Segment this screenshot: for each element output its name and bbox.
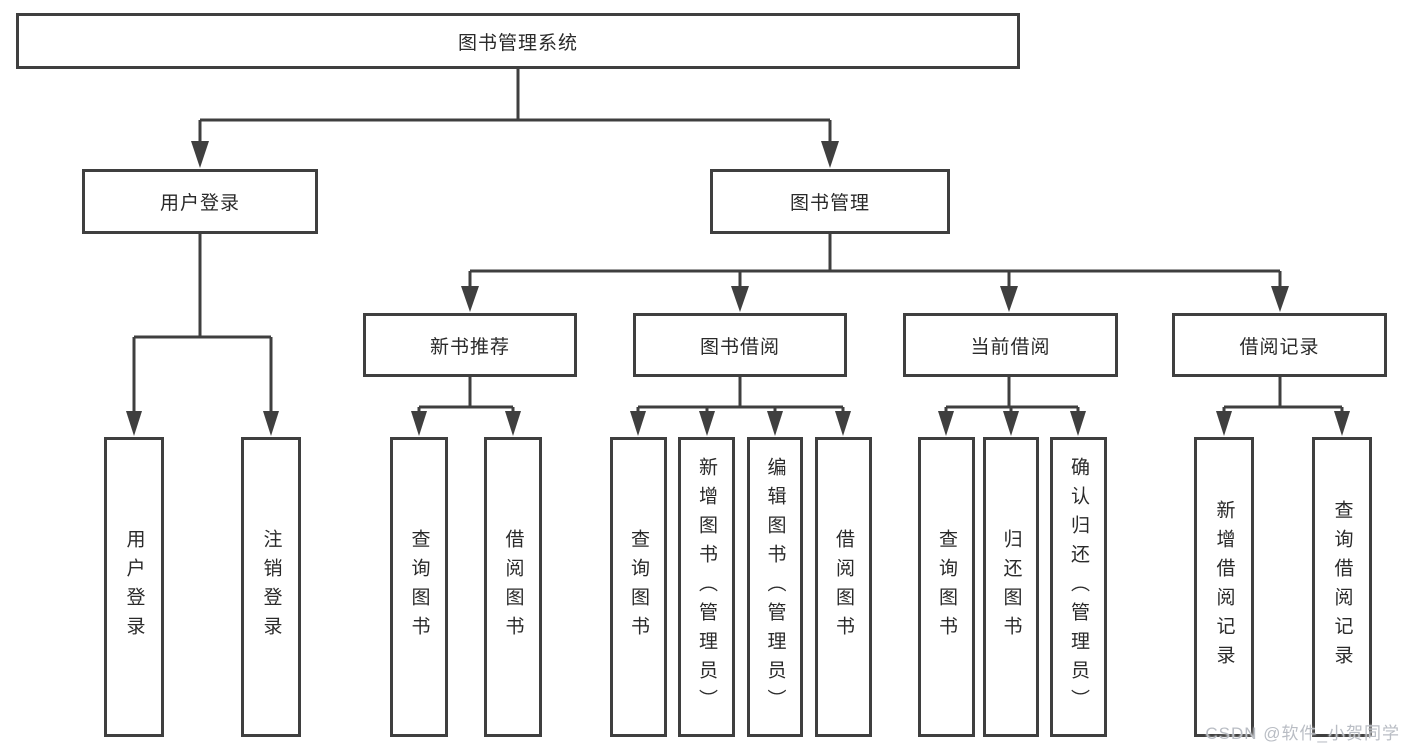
leaf-add-books-admin: 新增图书（管理员） [678,437,735,737]
leaf-label: 新增借阅记录 [1213,500,1235,674]
leaf-query-books-2: 查询图书 [610,437,667,737]
leaf-add-borrow-record: 新增借阅记录 [1194,437,1254,737]
arrowhead [938,411,954,436]
connector-user-login-split [132,234,273,418]
connector-root-split [198,69,832,148]
csdn-watermark: CSDN @软件_小贺同学 [1205,724,1400,743]
arrowhead [835,411,851,436]
arrowhead [1271,286,1289,312]
leaf-label: 用户登录 [123,529,145,645]
arrowhead [1070,411,1086,436]
leaf-query-books-3: 查询图书 [918,437,975,737]
arrowhead [699,411,715,436]
node-book-management: 图书管理 [710,169,950,234]
node-library-system: 图书管理系统 [16,13,1020,69]
arrowhead [191,141,209,168]
leaf-label: 新增图书（管理员） [696,456,717,718]
arrowhead [1334,411,1350,436]
leaf-label: 查询图书 [628,529,649,645]
node-label: 借阅记录 [1239,336,1320,358]
leaf-borrow-books-1: 借阅图书 [484,437,542,737]
node-label: 图书管理 [789,193,870,214]
node-label: 新书推荐 [429,336,510,358]
leaf-label: 借阅图书 [502,529,524,645]
leaf-label: 注销登录 [260,529,282,645]
arrowhead [1000,286,1018,312]
leaf-label: 查询借阅记录 [1331,500,1353,674]
arrowhead [461,286,479,312]
connector-borrow-records-split [1222,377,1344,418]
leaf-label: 查询图书 [408,529,430,645]
node-label: 当前借阅 [970,336,1051,358]
node-label: 图书管理系统 [457,32,578,54]
leaf-label: 查询图书 [936,529,957,645]
leaf-label: 确认归还（管理员） [1068,456,1089,718]
leaf-return-books: 归还图书 [983,437,1039,737]
node-book-borrow: 图书借阅 [633,313,847,377]
arrowhead [505,411,521,436]
connector-book-mgmt-split [468,234,1282,294]
node-label: 用户登录 [159,193,240,214]
leaf-confirm-return-admin: 确认归还（管理员） [1050,437,1107,737]
arrowhead [731,286,749,312]
connector-book-borrow-split [636,377,845,418]
leaf-edit-books-admin: 编辑图书（管理员） [747,437,803,737]
leaf-label: 借阅图书 [833,529,854,645]
arrowhead [630,411,646,436]
leaf-user-login: 用户登录 [104,437,164,737]
node-borrow-records: 借阅记录 [1172,313,1387,377]
arrowhead [1003,411,1019,436]
arrowhead [411,411,427,436]
leaf-query-books-1: 查询图书 [390,437,448,737]
leaf-label: 编辑图书（管理员） [764,456,786,718]
node-user-login: 用户登录 [82,169,318,234]
arrowhead [767,411,783,436]
leaf-query-borrow-record: 查询借阅记录 [1312,437,1372,737]
leaf-label: 归还图书 [1000,529,1022,645]
arrowhead [263,411,279,436]
node-new-book-recommend: 新书推荐 [363,313,577,377]
node-current-borrow: 当前借阅 [903,313,1118,377]
arrowhead [821,141,839,168]
leaf-borrow-books-2: 借阅图书 [815,437,872,737]
arrowhead [126,411,142,436]
arrowhead [1216,411,1232,436]
node-label: 图书借阅 [699,336,780,358]
connector-new-books-split [417,377,515,418]
leaf-logout: 注销登录 [241,437,301,737]
